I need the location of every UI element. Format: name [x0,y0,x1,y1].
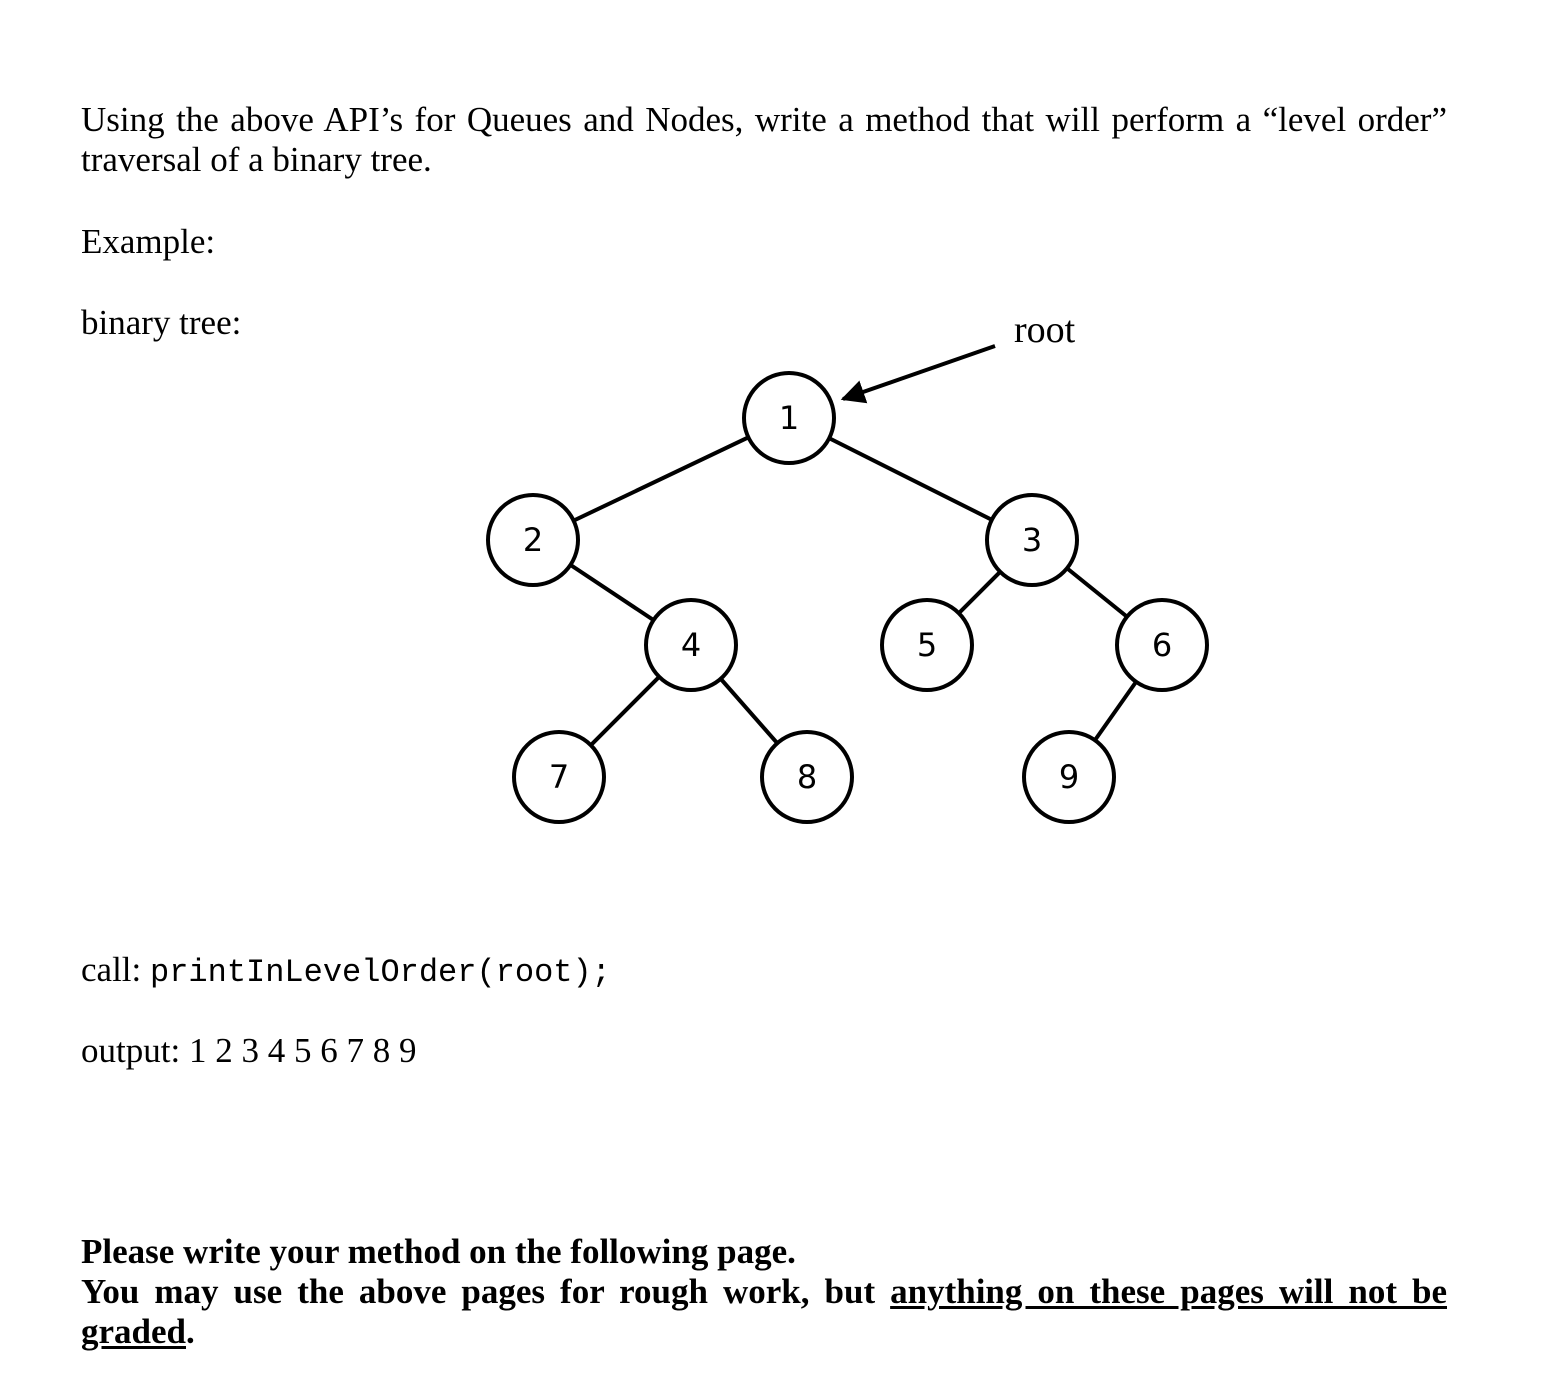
tree-node-1: 1 [742,371,836,465]
root-label: root [1014,309,1076,351]
tree-node-3: 3 [985,493,1079,587]
tree-node-circle [1115,598,1209,692]
tree-node-circle [760,730,854,824]
root-pointer-arrow [840,344,996,404]
footer-instructions: Please write your method on the followin… [81,1232,1447,1352]
tree-node-label: 4 [681,626,701,664]
call-line: call: printInLevelOrder(root); [81,950,611,993]
example-label: Example: [81,222,216,261]
tree-edge-1-2 [532,416,790,542]
tree-node-circle [512,730,606,824]
binary-tree-label: binary tree: [81,303,242,342]
tree-node-circle [985,493,1079,587]
output-prefix: output: [81,1031,189,1070]
call-code: printInLevelOrder(root); [150,954,611,991]
tree-node-4: 4 [644,598,738,692]
tree-node-circle [644,598,738,692]
output-line: output: 1 2 3 4 5 6 7 8 9 [81,1031,416,1071]
tree-node-circle [742,371,836,465]
footer-line-2: You may use the above pages for rough wo… [81,1272,1447,1352]
tree-node-circle [1022,730,1116,824]
instruction-text: Using the above API’s for Queues and Nod… [81,100,1447,179]
footer-line-2-end: . [186,1312,195,1351]
tree-node-label: 8 [797,758,817,796]
footer-line-1: Please write your method on the followin… [81,1232,796,1271]
tree-node-circle [880,598,974,692]
tree-node-label: 7 [549,758,569,796]
call-prefix: call: [81,950,150,989]
output-value: 1 2 3 4 5 6 7 8 9 [188,1031,417,1070]
tree-node-label: 2 [523,521,543,559]
tree-node-label: 3 [1022,521,1042,559]
tree-node-label: 9 [1059,758,1079,796]
tree-node-2: 2 [486,493,580,587]
tree-node-7: 7 [512,730,606,824]
tree-node-9: 9 [1022,730,1116,824]
tree-node-label: 6 [1152,626,1172,664]
tree-node-circle [486,493,580,587]
tree-node-label: 1 [779,399,799,437]
footer-underlined-text: anything on these pages will not be grad… [81,1272,1447,1351]
tree-node-8: 8 [760,730,854,824]
tree-node-6: 6 [1115,598,1209,692]
tree-node-5: 5 [880,598,974,692]
footer-line-2-text: You may use the above pages for rough wo… [81,1272,891,1311]
tree-node-label: 5 [917,626,937,664]
